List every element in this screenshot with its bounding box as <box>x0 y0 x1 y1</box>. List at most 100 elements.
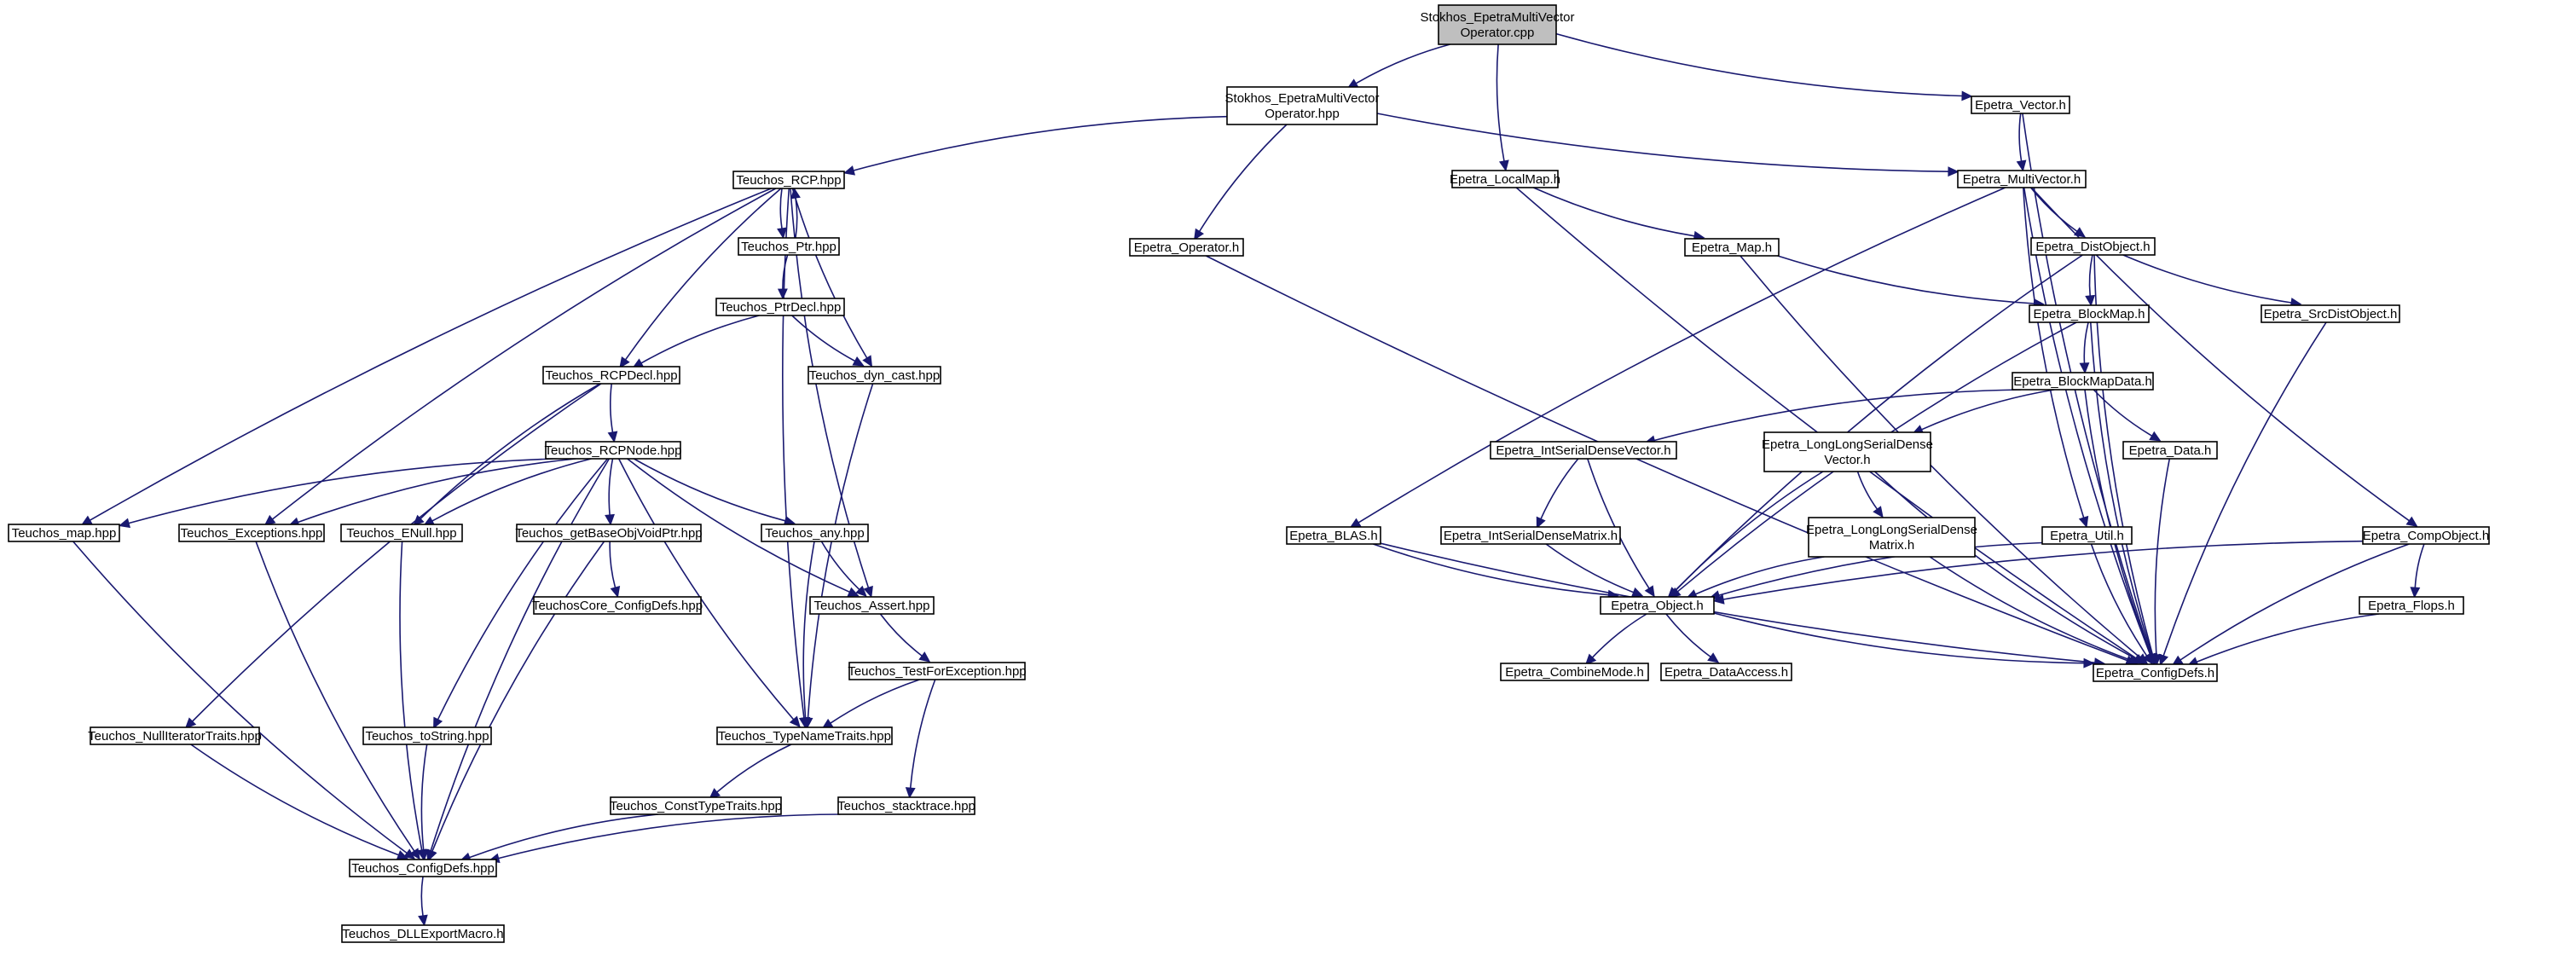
edge-line <box>1718 541 2043 596</box>
node-ptrdecl[interactable]: Teuchos_PtrDecl.hpp <box>715 298 845 316</box>
edge-line <box>807 383 874 719</box>
edge-tany-to-tassert <box>820 541 867 597</box>
node-eintvec[interactable]: Epetra_IntSerialDenseVector.h <box>1490 441 1677 460</box>
node-label: Epetra_Flops.h <box>2368 599 2455 613</box>
node-rcpdecl[interactable]: Teuchos_RCPDecl.hpp <box>542 366 680 385</box>
node-emv[interactable]: Epetra_MultiVector.h <box>1957 170 2087 188</box>
node-ttypename[interactable]: Teuchos_TypeNameTraits.hpp <box>716 726 893 745</box>
node-texc[interactable]: Teuchos_Exceptions.hpp <box>178 524 325 542</box>
edge-line <box>192 383 602 722</box>
node-tdll[interactable]: Teuchos_DLLExportMacro.h <box>341 924 505 943</box>
node-eobject[interactable]: Epetra_Object.h <box>1600 596 1715 615</box>
node-box <box>1763 431 1931 472</box>
node-elocalmap[interactable]: Epetra_LocalMap.h <box>1450 170 1560 188</box>
arrowhead-icon <box>619 356 630 369</box>
node-ttestexc[interactable]: Teuchos_TestForException.hpp <box>848 662 1027 680</box>
edge-line <box>853 115 1228 171</box>
arrowhead-icon <box>1644 585 1655 598</box>
node-tenull[interactable]: Teuchos_ENull.hpp <box>340 524 463 542</box>
node-label: Epetra_Data.h <box>2129 443 2212 458</box>
node-label: Matrix.h <box>1869 538 1914 553</box>
edge-ttostring-to-tcfg <box>418 744 429 861</box>
node-eintmat[interactable]: Epetra_IntSerialDenseMatrix.h <box>1440 526 1621 545</box>
edge-line <box>820 541 860 590</box>
node-rcpnode[interactable]: Teuchos_RCPNode.hpp <box>545 441 682 460</box>
node-tassert[interactable]: Teuchos_Assert.hpp <box>809 596 935 615</box>
node-tstack[interactable]: Teuchos_stacktrace.hpp <box>837 796 975 815</box>
node-evector[interactable]: Epetra_Vector.h <box>1971 96 2070 114</box>
node-label: Teuchos_dyn_cast.hpp <box>809 368 940 383</box>
node-dyncast[interactable]: Teuchos_dyn_cast.hpp <box>808 366 941 385</box>
edge-line <box>430 458 611 852</box>
node-ecombine[interactable]: Epetra_CombineMode.h <box>1500 663 1649 681</box>
arrowhead-icon <box>842 165 856 176</box>
node-tconsttype[interactable]: Teuchos_ConstTypeTraits.hpp <box>610 796 782 815</box>
arrowhead-icon <box>863 585 873 599</box>
node-eflops[interactable]: Epetra_Flops.h <box>2359 596 2464 615</box>
node-label: Epetra_CompObject.h <box>2363 529 2489 543</box>
edge-evector-to-emv <box>2016 113 2027 172</box>
node-tnulliter[interactable]: Teuchos_NullIteratorTraits.hpp <box>88 726 262 745</box>
edge-ptr-to-ptrdecl <box>777 254 789 300</box>
arrowhead-icon <box>418 914 428 927</box>
edge-stok_hpp-to-rcp <box>842 115 1228 176</box>
node-eoperator[interactable]: Epetra_Operator.h <box>1129 238 1244 257</box>
node-tmap[interactable]: Teuchos_map.hpp <box>8 524 120 542</box>
node-eblas[interactable]: Epetra_BLAS.h <box>1286 526 1381 545</box>
node-emap[interactable]: Epetra_Map.h <box>1684 238 1780 257</box>
node-label: Operator.cpp <box>1461 26 1535 40</box>
node-label: Teuchos_TypeNameTraits.hpp <box>718 729 891 744</box>
node-box <box>837 796 975 815</box>
node-edataacc[interactable]: Epetra_DataAccess.h <box>1660 663 1792 681</box>
node-tcorecfg[interactable]: TeuchosCore_ConfigDefs.hpp <box>532 596 703 615</box>
node-box <box>761 524 869 542</box>
edge-line <box>437 458 609 721</box>
node-ebmdata[interactable]: Epetra_BlockMapData.h <box>2012 372 2154 391</box>
node-ecfg[interactable]: Epetra_ConfigDefs.h <box>2093 663 2218 682</box>
node-box <box>1600 596 1715 615</box>
node-tgetbase[interactable]: Teuchos_getBaseObjVoidPtr.hpp <box>515 524 703 542</box>
node-box <box>2012 372 2154 391</box>
edge-ttestexc-to-ttypename <box>821 679 920 730</box>
node-label: Epetra_LongLongSerialDense <box>1806 523 1977 537</box>
node-box <box>1808 517 1976 558</box>
node-eblockmap[interactable]: Epetra_BlockMap.h <box>2029 304 2150 323</box>
node-label: Teuchos_ConfigDefs.hpp <box>351 861 495 876</box>
node-eutil[interactable]: Epetra_Util.h <box>2041 526 2133 545</box>
node-box <box>1438 4 1557 45</box>
edge-line <box>782 254 789 290</box>
node-tcfg[interactable]: Teuchos_ConfigDefs.hpp <box>349 859 497 877</box>
edge-line <box>2196 613 2380 663</box>
node-box <box>1957 170 2087 188</box>
node-tany[interactable]: Teuchos_any.hpp <box>761 524 869 542</box>
node-box <box>2122 441 2218 460</box>
node-esrcdist[interactable]: Epetra_SrcDistObject.h <box>2261 304 2400 323</box>
edge-line <box>624 188 782 361</box>
node-rcp[interactable]: Teuchos_RCP.hpp <box>732 171 845 189</box>
node-label: Stokhos_EpetraMultiVector <box>1421 10 1575 25</box>
edge-line <box>431 458 592 522</box>
edge-tany-to-ttypename <box>800 541 815 729</box>
node-ttostring[interactable]: Teuchos_toString.hpp <box>362 726 492 745</box>
edge-line <box>128 458 557 524</box>
node-ptr[interactable]: Teuchos_Ptr.hpp <box>738 237 840 256</box>
edge-line <box>1695 556 1825 595</box>
node-box <box>2041 526 2133 545</box>
node-edata[interactable]: Epetra_Data.h <box>2122 441 2218 460</box>
node-label: Teuchos_ENull.hpp <box>346 526 456 541</box>
node-box <box>716 726 893 745</box>
edge-line <box>779 188 783 229</box>
node-ecomp[interactable]: Epetra_CompObject.h <box>2362 526 2490 545</box>
edge-line <box>2093 389 2153 437</box>
edge-eintmat-to-eobject <box>1545 543 1644 597</box>
node-label: Epetra_Object.h <box>1611 599 1703 613</box>
edge-ecomp-to-eobject <box>1712 540 2364 605</box>
edge-rcpnode-to-tgetbase <box>605 458 615 526</box>
node-edist[interactable]: Epetra_DistObject.h <box>2030 237 2156 256</box>
node-label: Epetra_BlockMapData.h <box>2013 374 2152 389</box>
node-label: Epetra_Operator.h <box>1134 240 1239 255</box>
